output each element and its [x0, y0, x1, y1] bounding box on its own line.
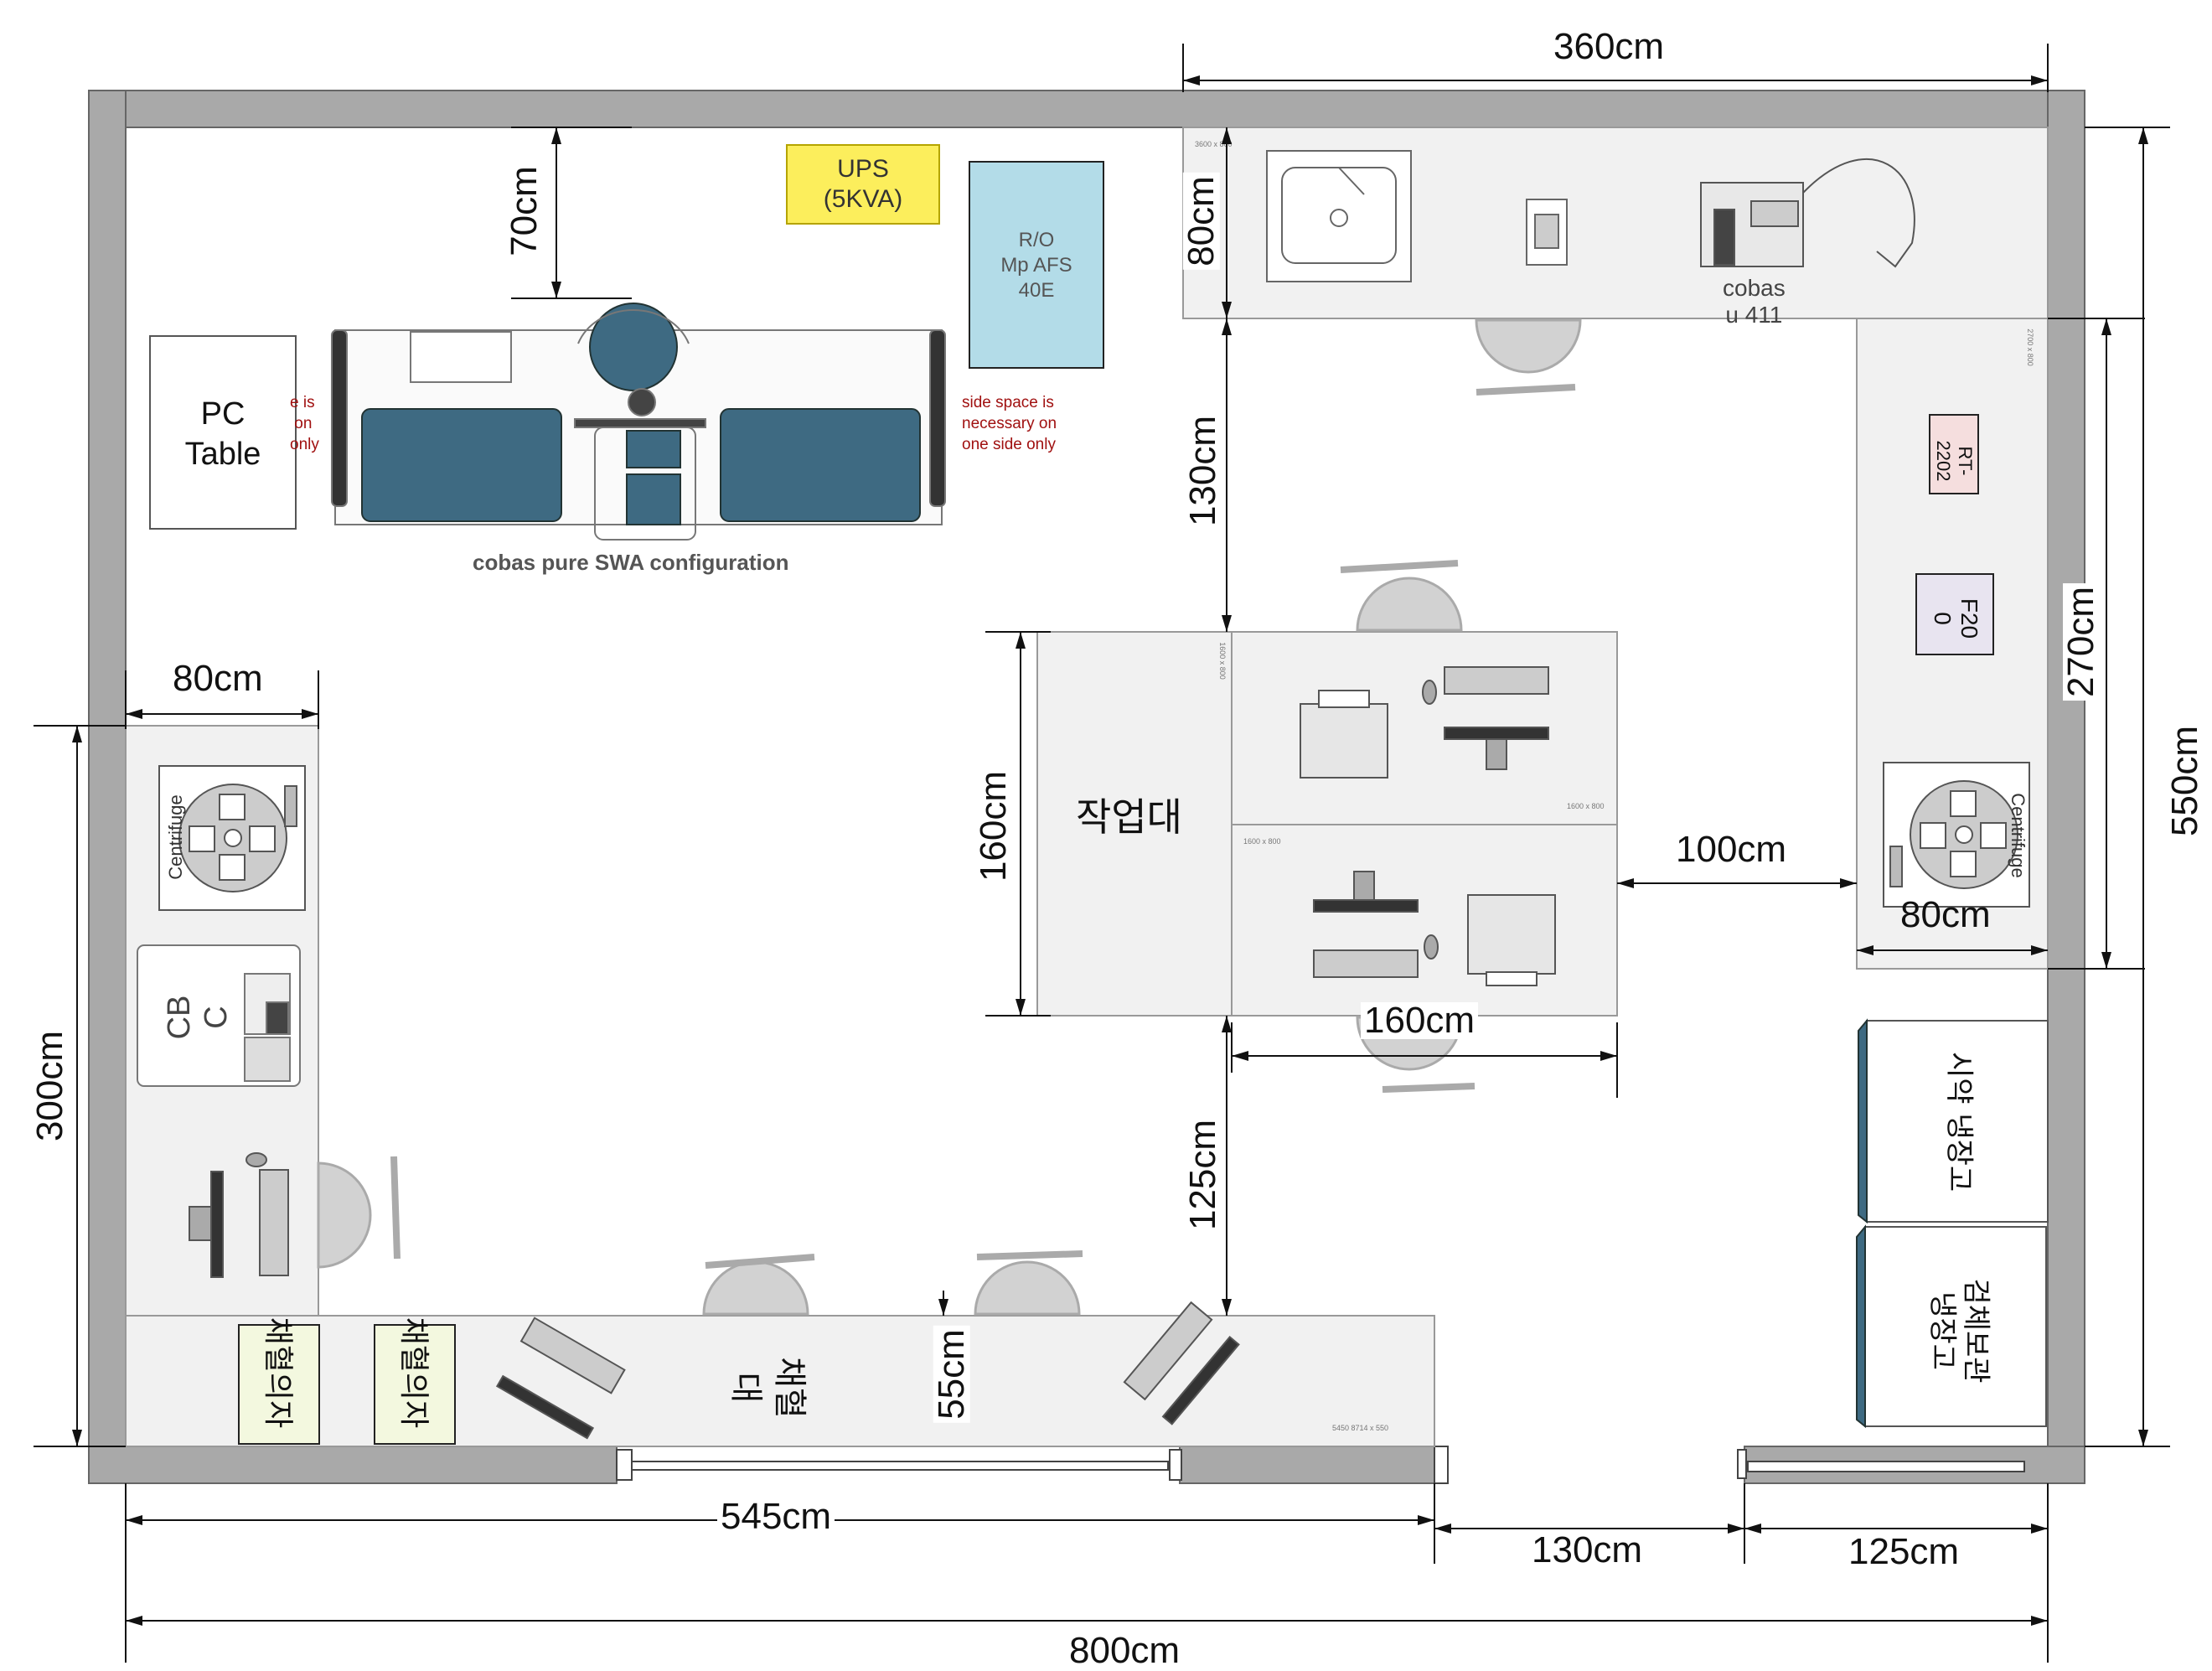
pc-table-label: PC Table: [184, 396, 261, 472]
ups-label: UPS (5KVA): [823, 155, 903, 213]
dim-bench-depth-top: 80cm: [1181, 173, 1222, 270]
dim-bench-depth-bottom: 55cm: [931, 1326, 972, 1423]
rt2202-box: RT- 2202: [1929, 414, 1979, 494]
ro-box: R/O Mp AFS 40E: [969, 161, 1104, 369]
monitor-blood-a: [495, 1374, 595, 1440]
keyboard-blood-b: [1123, 1301, 1213, 1401]
chairs: [317, 318, 1582, 1316]
dim-door-width: 130cm: [1528, 1532, 1646, 1569]
wall-bottom-mid: [1179, 1446, 1435, 1484]
chair-left: [317, 1161, 372, 1269]
dim-ups-gap: 70cm: [504, 163, 545, 260]
tiny-bench-bottom: 5450 8714 x 550: [1332, 1424, 1389, 1432]
dim-aisle-bottom: 125cm: [1182, 1115, 1223, 1234]
wall-top: [88, 90, 2085, 128]
f200-box: F20 0: [1915, 573, 1994, 655]
walls: [88, 90, 2085, 1484]
sink: [1266, 150, 1412, 282]
door-right: [1737, 1449, 2025, 1479]
chair-tag-b: [374, 1324, 456, 1445]
keyboard-upper: [1444, 666, 1549, 695]
workbench-upper: [1231, 631, 1618, 825]
cobas-u411-device: [1700, 158, 1915, 268]
dim-total-height: 550cm: [2164, 722, 2205, 841]
ups-box: UPS (5KVA): [786, 144, 940, 225]
tiny-desk-mid: 1600 x 800: [1567, 802, 1605, 810]
mouse-lower: [1424, 934, 1439, 960]
outlet: [1526, 199, 1568, 266]
tiny-bench-top: 3600 x 800: [1195, 140, 1233, 148]
keyboard-blood-a: [519, 1317, 626, 1394]
dim-right-bench-length: 270cm: [2060, 582, 2101, 701]
dim-total-width: 800cm: [1066, 1632, 1184, 1669]
dim-bottom-left-width: 545cm: [717, 1498, 835, 1535]
tiny-desk-bottom: 1600 x 800: [1243, 837, 1281, 846]
chair-desk-top: [1356, 577, 1463, 632]
centrifuges: [158, 762, 2030, 911]
pc-table: PC Table: [149, 335, 297, 530]
dim-aisle-top: 130cm: [1182, 411, 1223, 530]
dim-workbench-width: 160cm: [1361, 1002, 1479, 1039]
cobas-pure-center-disk: [589, 303, 678, 391]
specimen-fridge-body: [1864, 1226, 2047, 1427]
fridges: [1856, 1018, 2049, 1429]
dim-bottom-right-width: 125cm: [1845, 1534, 1963, 1570]
workbench-label: 작업대: [1076, 794, 1182, 840]
dim-right-bench-width: 80cm: [1900, 894, 1991, 935]
workbench-left: [1036, 631, 1233, 1017]
dim-aisle-right: 100cm: [1672, 831, 1791, 868]
dim-left-bench-width: 80cm: [169, 660, 266, 697]
dim-left-wall-length: 300cm: [29, 1027, 70, 1146]
dim-workbench-height: 160cm: [973, 767, 1014, 886]
monitor-blood-b: [1161, 1335, 1240, 1425]
side-space-note-left: e is on only: [290, 394, 319, 453]
cbc-device: [137, 944, 301, 1087]
door-slider: [616, 1446, 1449, 1484]
mouse-upper: [1422, 680, 1437, 705]
desk-equipment: [189, 666, 1556, 1440]
ro-label: R/O Mp AFS 40E: [1000, 229, 1072, 302]
printer-lower: [1467, 894, 1556, 975]
dim-top-right-width: 360cm: [1550, 28, 1668, 65]
chair-tag-a: [238, 1324, 320, 1445]
bench-bottom: [125, 1315, 1435, 1447]
chair-top: [1475, 318, 1582, 374]
keyboard-lower: [1313, 949, 1419, 978]
cobas-pure-label: cobas pure SWA configuration: [473, 550, 789, 575]
wall-left: [88, 90, 127, 1484]
cobas-u411-label: cobas u 411: [1723, 275, 1786, 328]
side-space-note: side space is necessary on one side only: [962, 394, 1057, 453]
cobas-pure-device: [331, 303, 946, 541]
printer-upper: [1300, 703, 1388, 779]
keyboard-left: [259, 1169, 289, 1276]
chair-blood-b: [974, 1260, 1081, 1316]
reagent-fridge-body: [1866, 1020, 2049, 1223]
